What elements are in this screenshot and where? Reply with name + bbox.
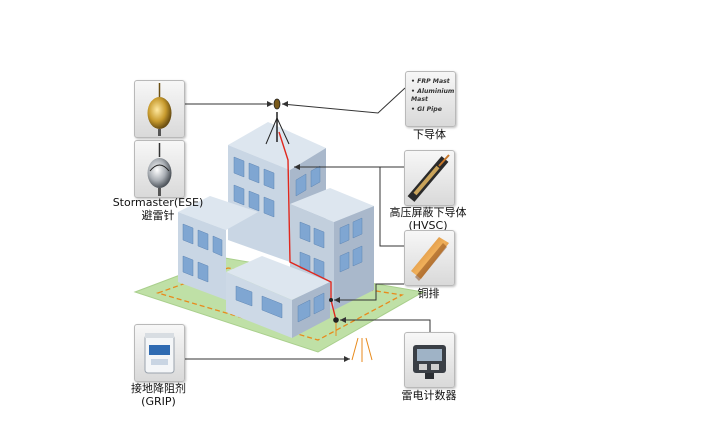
ese-rod-silver-card xyxy=(134,140,185,198)
silver-air-terminal-icon xyxy=(147,143,172,196)
ese-rod-label-line1: Stormaster(ESE) xyxy=(112,196,204,209)
lightning-counter-icon xyxy=(413,345,446,379)
mast-option-frp: • FRP Mast xyxy=(411,78,450,85)
mast-options-card: • FRP Mast • Aluminium Mast • GI Pipe xyxy=(405,71,456,127)
counter-label: 雷电计数器 xyxy=(401,389,457,402)
down-conductor xyxy=(278,131,337,321)
mast-option-gi-pipe: • GI Pipe xyxy=(411,106,442,114)
mast-label: 下导体 xyxy=(413,128,446,141)
counter-connection-point xyxy=(333,317,339,323)
earth-electrodes xyxy=(335,322,373,362)
hvsc-label: 高压屏蔽下导体 (HVSC) xyxy=(378,206,478,232)
copper-bar-icon xyxy=(411,237,449,281)
grip-label-line1: 接地降阻剂 xyxy=(131,382,186,395)
hvsc-label-line2: (HVSC) xyxy=(408,219,448,232)
grip-bucket-icon xyxy=(144,333,175,374)
ese-rod-label-line2: 避雷针 xyxy=(141,209,175,222)
gold-air-terminal-icon xyxy=(147,83,172,136)
grip-label-line2: (GRIP) xyxy=(141,395,176,408)
ese-rod-gold-card xyxy=(134,80,185,138)
mast-option-aluminium: • Aluminium Mast xyxy=(411,88,455,103)
ese-rod-label: Stormaster(ESE) 避雷针 xyxy=(106,196,210,222)
copper-bar-connection-point xyxy=(329,298,333,302)
hvsc-label-line1: 高压屏蔽下导体 xyxy=(389,206,467,219)
counter-card xyxy=(404,332,455,388)
grip-card xyxy=(134,324,185,382)
leader-lines xyxy=(183,87,431,360)
hvsc-card xyxy=(404,150,455,206)
copper-bar-label: 铜排 xyxy=(417,287,440,300)
hvsc-cable-icon xyxy=(407,154,450,202)
grip-label: 接地降阻剂 (GRIP) xyxy=(110,382,207,408)
copper-bar-card xyxy=(404,230,455,286)
mast-options-list: • FRP Mast • Aluminium Mast • GI Pipe xyxy=(411,78,455,117)
building xyxy=(178,98,374,338)
